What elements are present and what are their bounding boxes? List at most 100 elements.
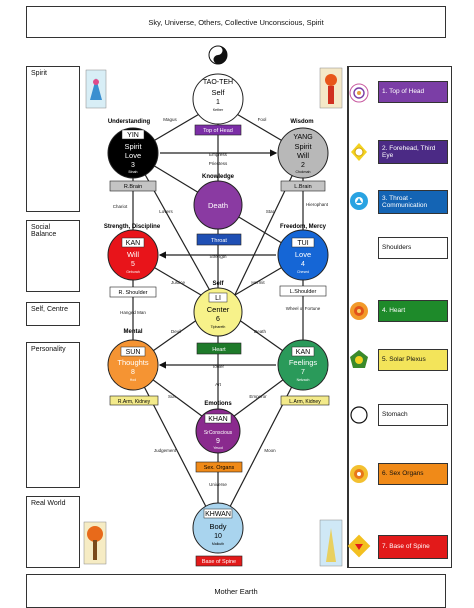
node-sun-title: SUN (126, 349, 141, 356)
path-judgement: Judgement (154, 448, 177, 453)
bottom-banner-text: Mother Earth (214, 586, 258, 596)
chakra-throat-icon (350, 192, 368, 210)
body-heart: Heart (196, 342, 242, 355)
node-yin: YIN Spirit Love 3 Binah (107, 127, 159, 179)
panel-spirit: Spirit (26, 66, 80, 212)
heading-strength: Strength, Discipline (104, 224, 161, 230)
path-justice: Justice (171, 280, 186, 285)
heading-wisdom: Wisdom (290, 119, 313, 125)
body-base-spine: Base of Spine (195, 555, 243, 567)
chakra-label-1: 1. Top of Head (378, 81, 448, 103)
path-hierophant: Hierophant (306, 202, 329, 207)
path-death: Death (254, 329, 267, 334)
path-fool: Fool (258, 117, 267, 122)
chakra-label-2-text: 2. Forehead, Third Eye (382, 144, 436, 159)
node-khwan-name: Body (209, 522, 226, 531)
node-yang: YANG Spirit Will 2 Chokmah (277, 127, 329, 179)
fountain-card-bottom-right-icon (319, 519, 343, 567)
path-strength: Strength (209, 254, 227, 259)
node-yin-name2: Love (125, 151, 141, 160)
chakra-label-stomach-text: Stomach (382, 411, 408, 419)
heading-knowledge: Knowledge (202, 174, 235, 180)
body-l-shoulder-label: L.Shoulder (290, 289, 317, 295)
chakra-label-2: 2. Forehead, Third Eye (378, 140, 448, 164)
chakra-label-4: 4. Heart (378, 300, 448, 322)
node-kan-left-num: 5 (131, 261, 135, 268)
path-wheel: Wheel of Fortune (286, 306, 321, 311)
panel-social-balance: Social Balance (26, 220, 80, 292)
chakra-label-5-text: 5. Solar Plexus (382, 356, 426, 364)
node-tui-title: TUI (297, 240, 308, 247)
node-khan-name: SrConscious (204, 430, 233, 436)
body-sex-organs: Sex. Organs (195, 461, 243, 473)
path-universe: Universe (209, 482, 227, 487)
path-tower: Tower (212, 364, 225, 369)
node-yin-name: Spirit (124, 142, 142, 151)
chakra-heart-icon (350, 302, 368, 320)
node-tui-name: Love (295, 250, 311, 259)
yin-yang-icon (208, 45, 228, 65)
chakra-crown-icon (349, 83, 369, 103)
node-khan-num: 9 (216, 438, 220, 445)
node-sun: SUN Thoughts 8 Hod (107, 339, 159, 391)
tarot-card-top-right-icon (319, 67, 343, 109)
chakra-label-6: 6. Sex Organs (378, 463, 448, 485)
node-death-name: Death (208, 201, 228, 210)
node-khwan-title: KHWAN (205, 511, 231, 518)
top-banner: Sky, Universe, Others, Collective Uncons… (26, 6, 446, 38)
node-yang-name2: Will (297, 151, 309, 160)
heading-understanding: Understanding (108, 119, 151, 125)
node-kan-right-num: 7 (301, 369, 305, 376)
node-kan-left: KAN Will 5 Geburah (107, 229, 159, 281)
node-yin-sub: Binah (129, 170, 138, 174)
node-kan-right-name: Feelings (289, 358, 318, 367)
path-devil: Devil (171, 329, 181, 334)
path-art: Art (215, 382, 222, 387)
panel-real-world: Real World (26, 496, 80, 568)
tarot-card-top-left-icon (85, 69, 107, 109)
chakra-sacral-icon (350, 465, 368, 483)
node-khan-sub: Yesod (213, 446, 223, 450)
path-star: Star (266, 209, 275, 214)
node-sun-sub: Hod (130, 378, 136, 382)
panel-personality-label: Personality (31, 346, 66, 353)
node-yin-title: YIN (127, 132, 139, 139)
panel-real-world-label: Real World (31, 500, 66, 507)
body-sex-organs-label: Sex. Organs (204, 465, 235, 471)
chakra-label-7-text: 7. Base of Spine (382, 543, 430, 551)
panel-spirit-label: Spirit (31, 70, 47, 77)
chakra-solar-plexus-icon (350, 350, 368, 368)
chakra-label-stomach: Stomach (378, 404, 448, 426)
chakra-label-shoulders-text: Shoulders (382, 244, 412, 252)
chakra-label-5: 5. Solar Plexus (378, 349, 448, 371)
node-kan-left-sub: Geburah (126, 270, 140, 274)
node-sun-name: Thoughts (117, 358, 149, 367)
body-l-arm-label: L.Arm, Kidney (289, 399, 321, 405)
chakra-root-icon (347, 534, 371, 558)
path-emperor: Emperor (249, 394, 267, 399)
heading-self: Self (212, 281, 224, 287)
panel-self-centre: Self, Centre (26, 302, 80, 326)
chakra-third-eye-icon (351, 143, 367, 161)
node-tui: TUI Love 4 Chesed (277, 229, 329, 281)
body-l-arm: L.Arm, Kidney (280, 395, 330, 406)
chakra-label-shoulders: Shoulders (378, 237, 448, 259)
node-yang-title: YANG (293, 134, 312, 141)
body-l-brain-label: L.Brain (294, 184, 311, 190)
panel-social-label: Social Balance (31, 224, 57, 238)
node-tui-num: 4 (301, 261, 305, 268)
chakra-label-1-text: 1. Top of Head (382, 88, 425, 96)
chakra-label-3-text: 3. Throat - Communication (382, 194, 428, 209)
path-hanged-man: Hanged Man (120, 310, 146, 315)
body-r-arm: R.Arm, Kidney (109, 395, 159, 406)
node-khwan: KHWAN Body 10 Malkuth (192, 502, 244, 554)
path-magus: Magus (163, 117, 177, 122)
chakra-label-6-text: 6. Sex Organs (382, 470, 424, 478)
node-yang-num: 2 (301, 162, 305, 169)
chakra-label-4-text: 4. Heart (382, 307, 406, 315)
node-kan-right-sub: Netzach (297, 378, 310, 382)
node-khwan-num: 10 (214, 533, 222, 540)
body-heart-label: Heart (212, 347, 226, 353)
node-li-sub: Tiphareth (211, 325, 226, 329)
